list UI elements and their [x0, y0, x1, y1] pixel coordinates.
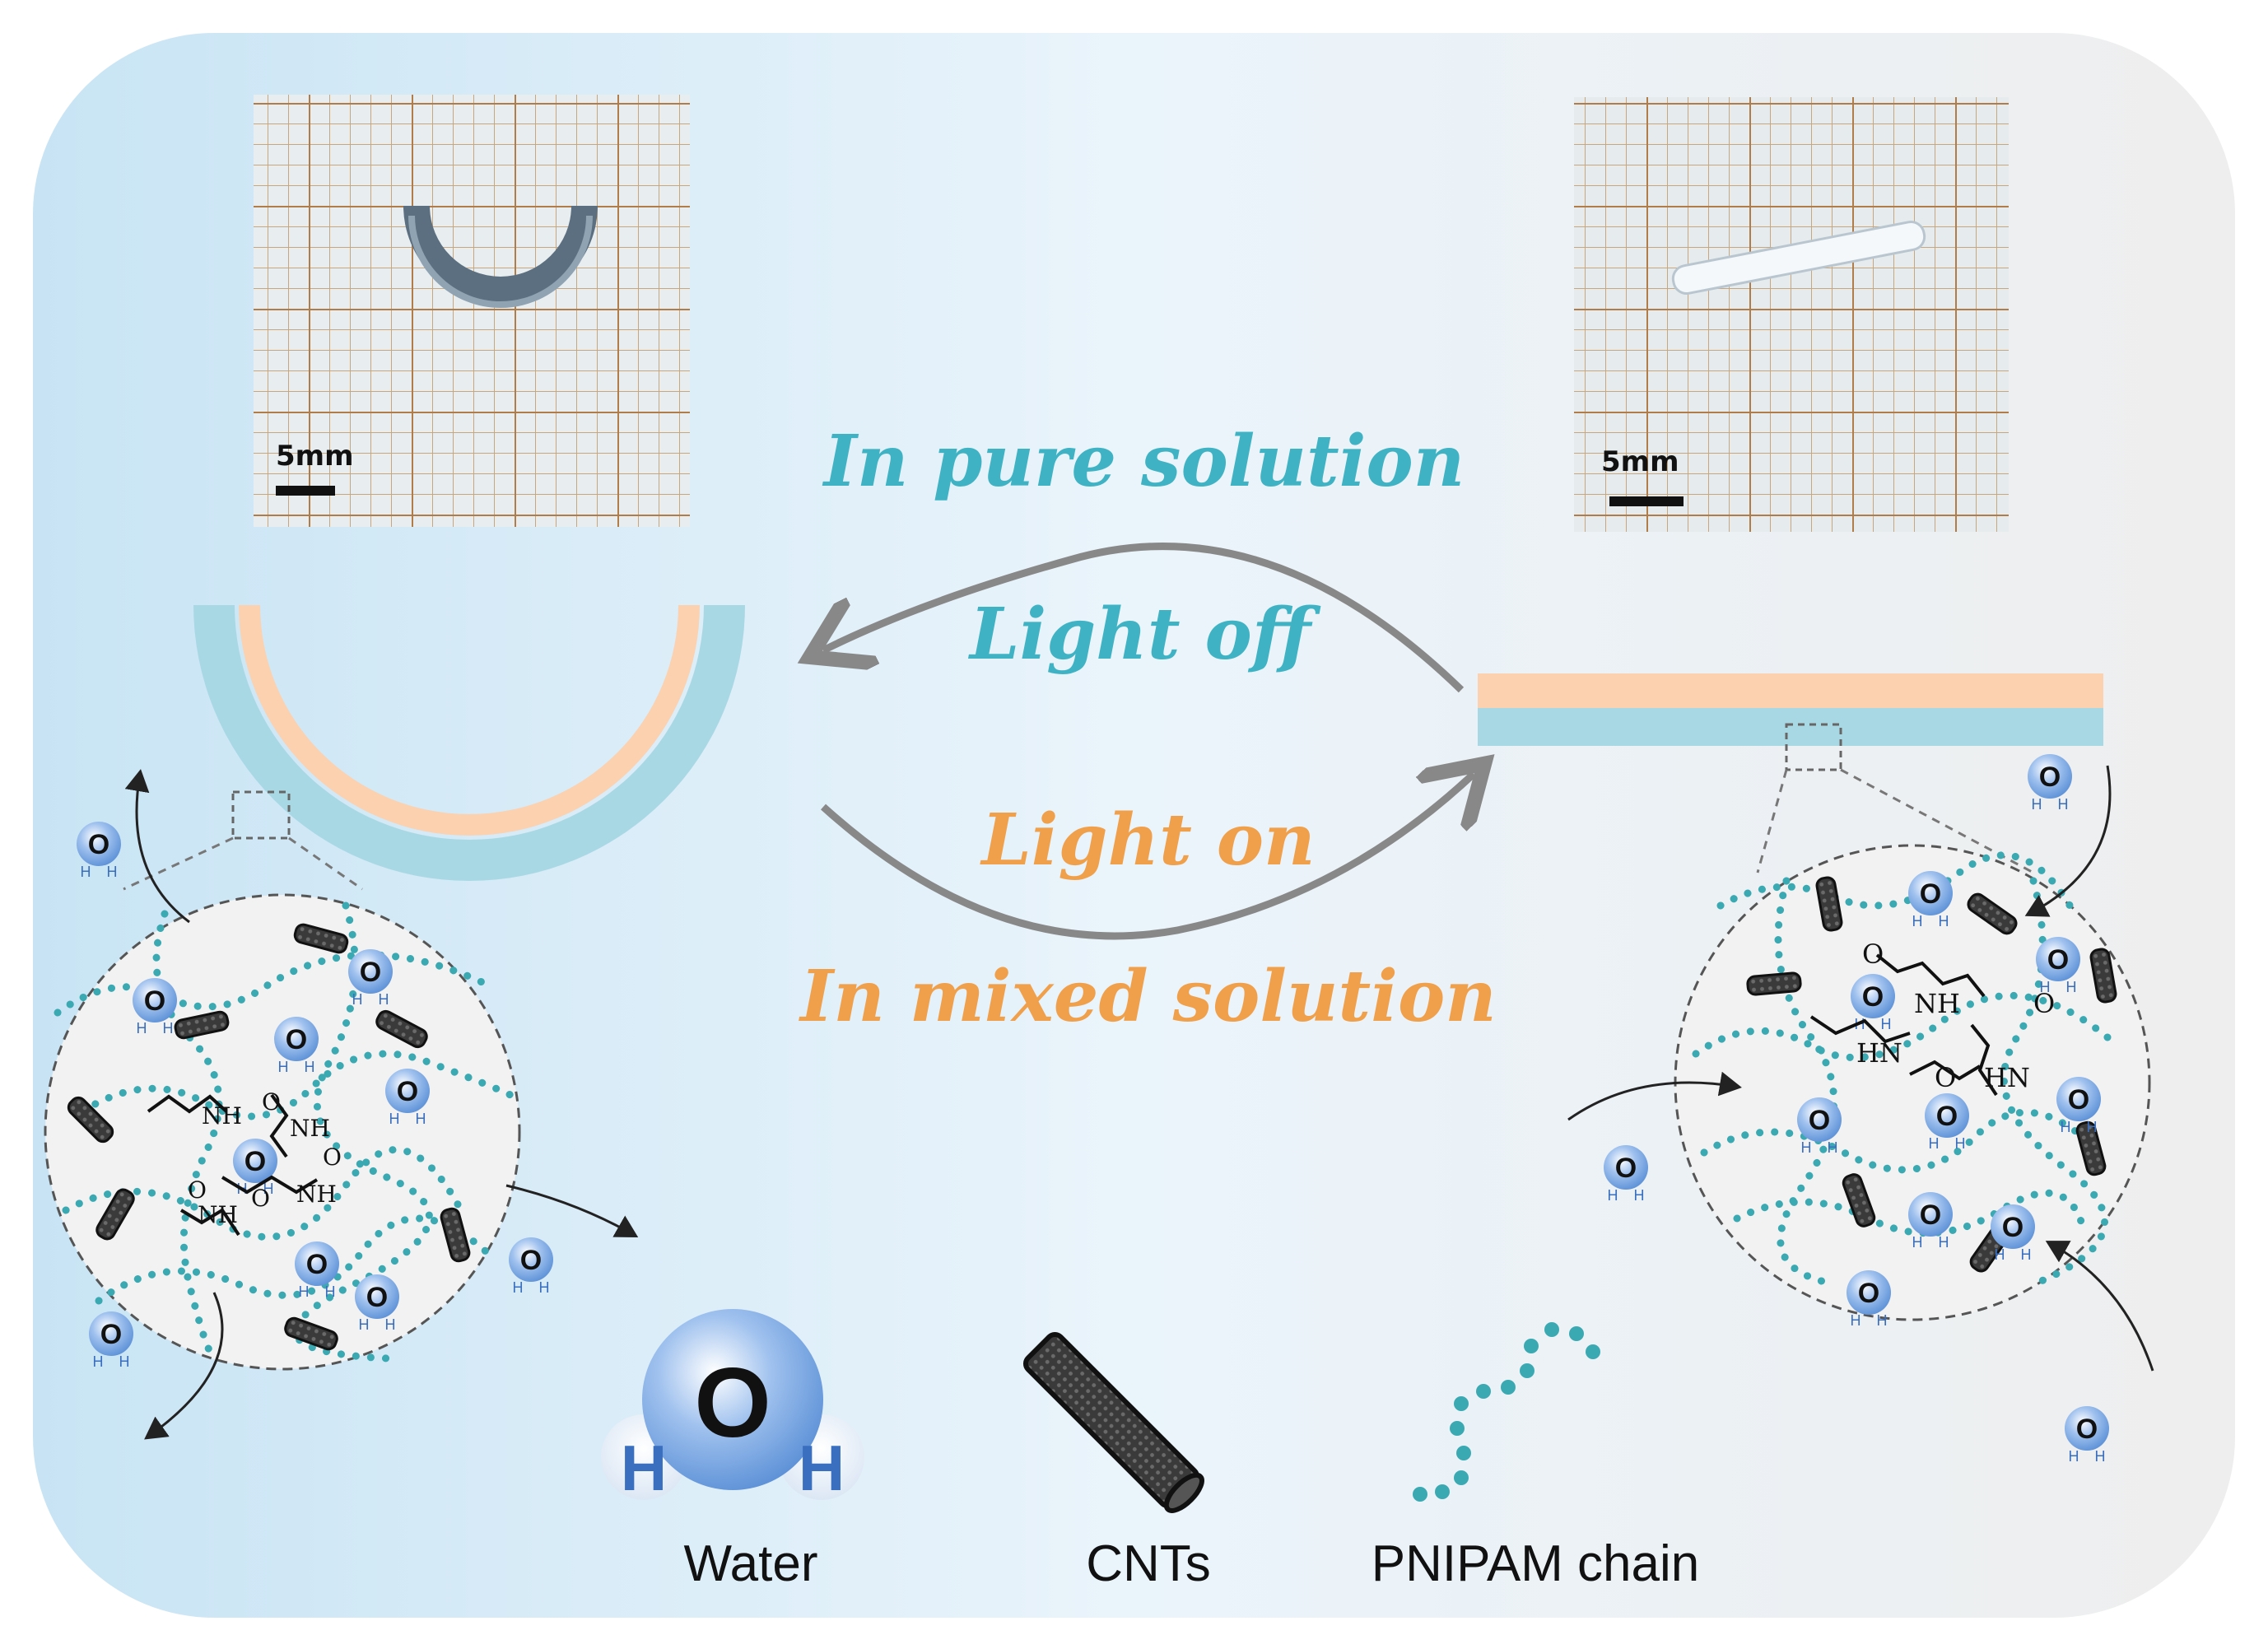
legend-pnipam-label: PNIPAM chain — [1372, 1535, 1700, 1592]
right-hn-2: HN — [1984, 1062, 2030, 1093]
left-scale-label: 5mm — [276, 440, 354, 473]
legend: O H H Water CNTs — [601, 1309, 1699, 1592]
right-o-3: O — [1935, 1062, 1956, 1093]
right-o-1: O — [1862, 939, 1884, 970]
legend-water: O H H Water — [601, 1309, 864, 1592]
left-o-4: O — [251, 1185, 270, 1212]
right-magnified-network: O NH O HN O HN — [1674, 844, 2151, 1329]
photo-curved-actuator: 5mm — [254, 95, 690, 527]
right-nh-1: NH — [1914, 988, 1960, 1019]
right-o-2: O — [2033, 988, 2055, 1019]
legend-water-label: Water — [683, 1535, 817, 1592]
legend-pnipam: PNIPAM chain — [1372, 1322, 1700, 1592]
legend-water-h-right-label: H — [799, 1432, 845, 1504]
light-off-label: Light off — [967, 593, 1321, 676]
left-o-2: O — [323, 1144, 342, 1171]
light-off-arrow — [823, 543, 1465, 693]
legend-water-o-label: O — [694, 1348, 771, 1458]
left-nh-3: NH — [198, 1201, 238, 1228]
left-o-3: O — [188, 1176, 207, 1204]
photo-straight-actuator: 5mm — [1574, 97, 2009, 532]
legend-water-o-atom — [642, 1309, 823, 1490]
left-outside-water — [77, 769, 639, 1440]
right-scale-label: 5mm — [1601, 445, 1679, 478]
left-o-1: O — [262, 1088, 281, 1116]
mixed-solution-label: In mixed solution — [798, 955, 1497, 1038]
left-nh-4: NH — [296, 1181, 337, 1208]
legend-water-h-left-label: H — [621, 1432, 667, 1504]
left-zoom-box — [231, 790, 291, 840]
legend-cnts-label: CNTs — [1086, 1535, 1211, 1592]
left-nh-1: NH — [202, 1102, 242, 1130]
right-hn-1: HN — [1856, 1037, 1902, 1069]
pnipam-chain-icon — [1413, 1322, 1600, 1502]
light-on-label: Light on — [979, 799, 1315, 882]
right-zoom-box — [1785, 723, 1842, 771]
flat-bilayer — [1478, 673, 2103, 771]
legend-cnts: CNTs — [1022, 1331, 1211, 1592]
light-on-arrow — [820, 774, 1474, 940]
left-magnified-network: NH NH NH NH O O O O — [44, 893, 521, 1371]
left-nh-2: NH — [290, 1115, 330, 1142]
curved-bilayer — [193, 605, 745, 881]
right-outside-water — [1567, 754, 2154, 1465]
pure-solution-label: In pure solution — [822, 420, 1465, 503]
